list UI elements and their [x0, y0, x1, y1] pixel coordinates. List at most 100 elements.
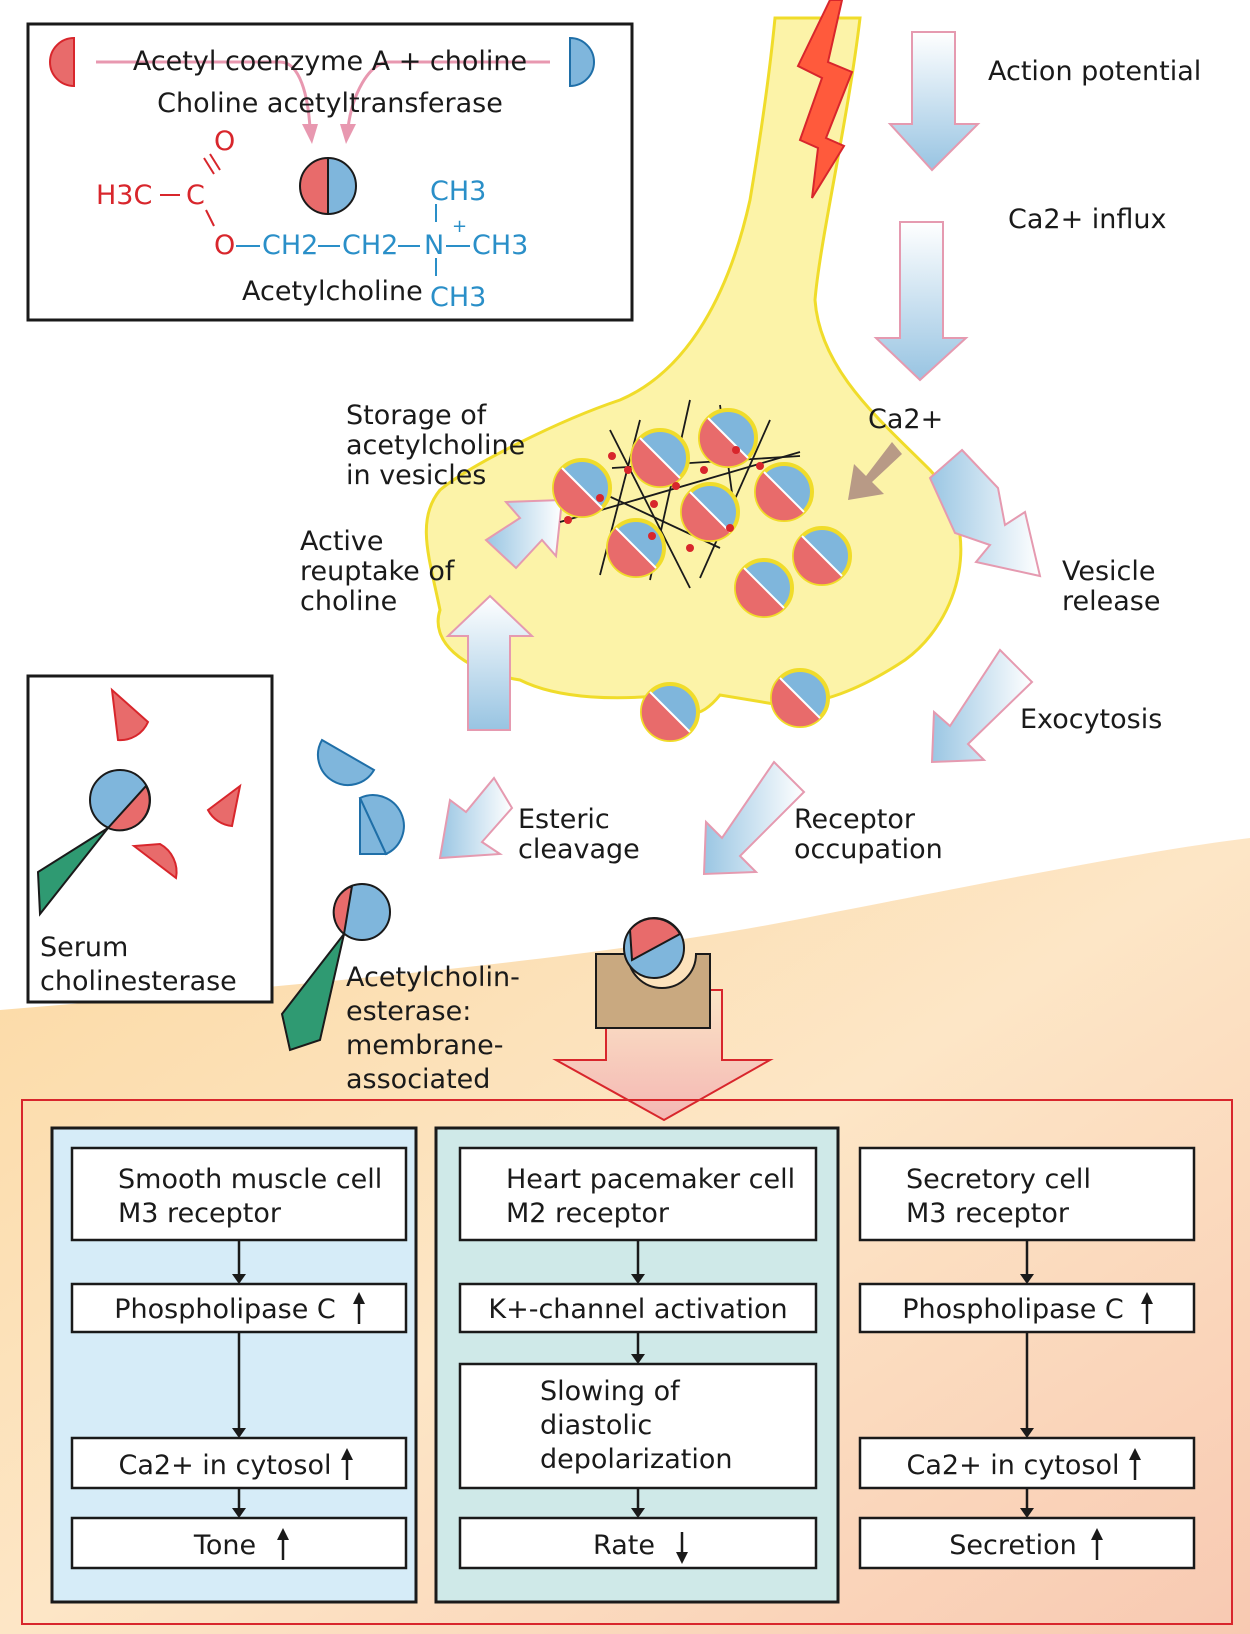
column-header-receptor: M3 receptor: [118, 1198, 282, 1229]
vesicle: [606, 518, 666, 578]
second-step-line-3: depolarization: [540, 1444, 733, 1475]
synapsin-dot: [672, 482, 680, 490]
column-header-title: Smooth muscle cell: [118, 1164, 382, 1195]
exocytosis-label: Exocytosis: [1020, 704, 1162, 735]
second-step-box: [458, 1362, 818, 1490]
column-header-box: [858, 1146, 1196, 1242]
ca-label: Ca2+: [868, 404, 943, 435]
increase-arrow-icon: [277, 1528, 289, 1560]
reuptake-label-2: reuptake of: [300, 556, 456, 587]
bound-acetylcholine-acetyl: [628, 917, 682, 962]
vesicle: [770, 668, 830, 728]
first-step-box: [70, 1282, 408, 1334]
vesicle: [552, 458, 612, 518]
acetylcholine-label: Acetylcholine: [242, 276, 423, 307]
ca-entry-arrow: [848, 442, 902, 500]
synapsin-dot: [732, 446, 740, 454]
vesicle: [754, 462, 814, 522]
ca-influx-arrow: [873, 221, 969, 382]
increase-arrow-icon: [1091, 1528, 1103, 1560]
first-step-label: Phospholipase C: [902, 1294, 1124, 1325]
second-step-label: Ca2+ in cytosol: [907, 1450, 1120, 1481]
increase-arrow-icon: [1141, 1292, 1153, 1324]
ache-label-4: associated: [346, 1064, 490, 1095]
second-step-line-2: diastolic: [540, 1410, 652, 1441]
synapsin-dot: [756, 462, 764, 470]
vesicle: [630, 428, 690, 488]
formula-o-link: O: [214, 230, 235, 261]
receptor-occupation-label-2: occupation: [794, 834, 943, 865]
synapsin-dot: [700, 466, 708, 474]
acetate-fragment-2: [206, 783, 242, 828]
vesicle: [680, 482, 740, 542]
formula-plus: +: [452, 216, 467, 237]
acetate-fragment-1: [110, 687, 150, 742]
esteric-cleavage-label-2: cleavage: [518, 834, 640, 865]
vesicle-release-arrow: [928, 448, 1042, 578]
increase-arrow-icon: [1129, 1448, 1141, 1480]
formula-ch3-bottom: CH3: [430, 282, 486, 313]
choline-fragment-2b: [359, 797, 388, 855]
column-header-title: Secretory cell: [906, 1164, 1091, 1195]
choline-half-icon: [569, 36, 595, 88]
storage-label-3: in vesicles: [346, 460, 486, 491]
action-potential-bolt: [796, 0, 854, 199]
acetyl-half-icon: [49, 36, 75, 88]
acetylcholine-icon-acetyl: [299, 156, 329, 216]
formula-ch3-right: CH3: [472, 230, 528, 261]
enzyme-label: Choline acetyltransferase: [157, 88, 503, 119]
membrane-enzyme-icon: [280, 933, 345, 1052]
second-step-line-1: Slowing of: [540, 1376, 681, 1407]
synapsin-dot: [624, 466, 632, 474]
increase-arrow-icon: [353, 1292, 365, 1324]
exocytosis-arrow: [930, 648, 1034, 764]
action-potential-arrow: [887, 31, 981, 172]
vesicle: [734, 558, 794, 618]
formula-ch2-a: CH2: [262, 230, 318, 261]
acetylcholine-serum-acetyl: [106, 784, 151, 832]
second-step-box: [858, 1436, 1196, 1490]
effector-frame: [21, 1099, 1233, 1625]
synapsin-dot: [650, 500, 658, 508]
synapsin-dot: [686, 544, 694, 552]
synthesis-arrow-left: [96, 60, 312, 129]
synapsin-dot: [726, 524, 734, 532]
decrease-arrow-icon: [676, 1532, 688, 1564]
acetate-fragment-3: [131, 842, 178, 880]
serum-enzyme-icon: [36, 827, 109, 917]
acetylcholine-membrane-acetyl: [332, 884, 354, 936]
serum-label-1: Serum: [40, 932, 128, 963]
receptor-occupation-label-1: Receptor: [794, 804, 916, 835]
increase-arrow-icon: [341, 1448, 353, 1480]
synthesis-arrowhead-left: [302, 124, 318, 144]
reuptake-arrow: [445, 594, 535, 731]
formula-ch3-top: CH3: [430, 176, 486, 207]
acetylcholine-formula: O H3C C O CH2 CH2 N + CH3 CH3 CH3: [96, 126, 528, 313]
vesicle: [698, 408, 758, 468]
first-step-label: Phospholipase C: [114, 1294, 336, 1325]
column-header-box: [458, 1146, 818, 1242]
first-step-label: K+-channel activation: [488, 1294, 787, 1325]
result-label: Rate: [593, 1530, 655, 1561]
action-potential-label: Action potential: [988, 56, 1201, 87]
column-header-receptor: M2 receptor: [506, 1198, 670, 1229]
esteric-cleavage-label-1: Esteric: [518, 804, 610, 835]
formula-n: N: [424, 230, 444, 261]
choline-fragment-2: [358, 794, 405, 856]
synapsin-dot: [564, 516, 572, 524]
second-step-label: Ca2+ in cytosol: [119, 1450, 332, 1481]
synthesis-arrow-right: [346, 60, 550, 129]
esteric-cleavage-arrow: [438, 776, 514, 860]
result-box: [858, 1516, 1196, 1570]
synthesis-title: Acetyl coenzyme A + choline: [133, 46, 527, 77]
storage-arrow: [484, 498, 564, 570]
serum-cholinesterase-box: [26, 674, 274, 1004]
formula-c: C: [186, 180, 205, 211]
result-box: [70, 1516, 408, 1570]
column-header-title: Heart pacemaker cell: [506, 1164, 795, 1195]
ache-label-2: esterase:: [346, 996, 471, 1027]
synapsin-dot: [648, 532, 656, 540]
